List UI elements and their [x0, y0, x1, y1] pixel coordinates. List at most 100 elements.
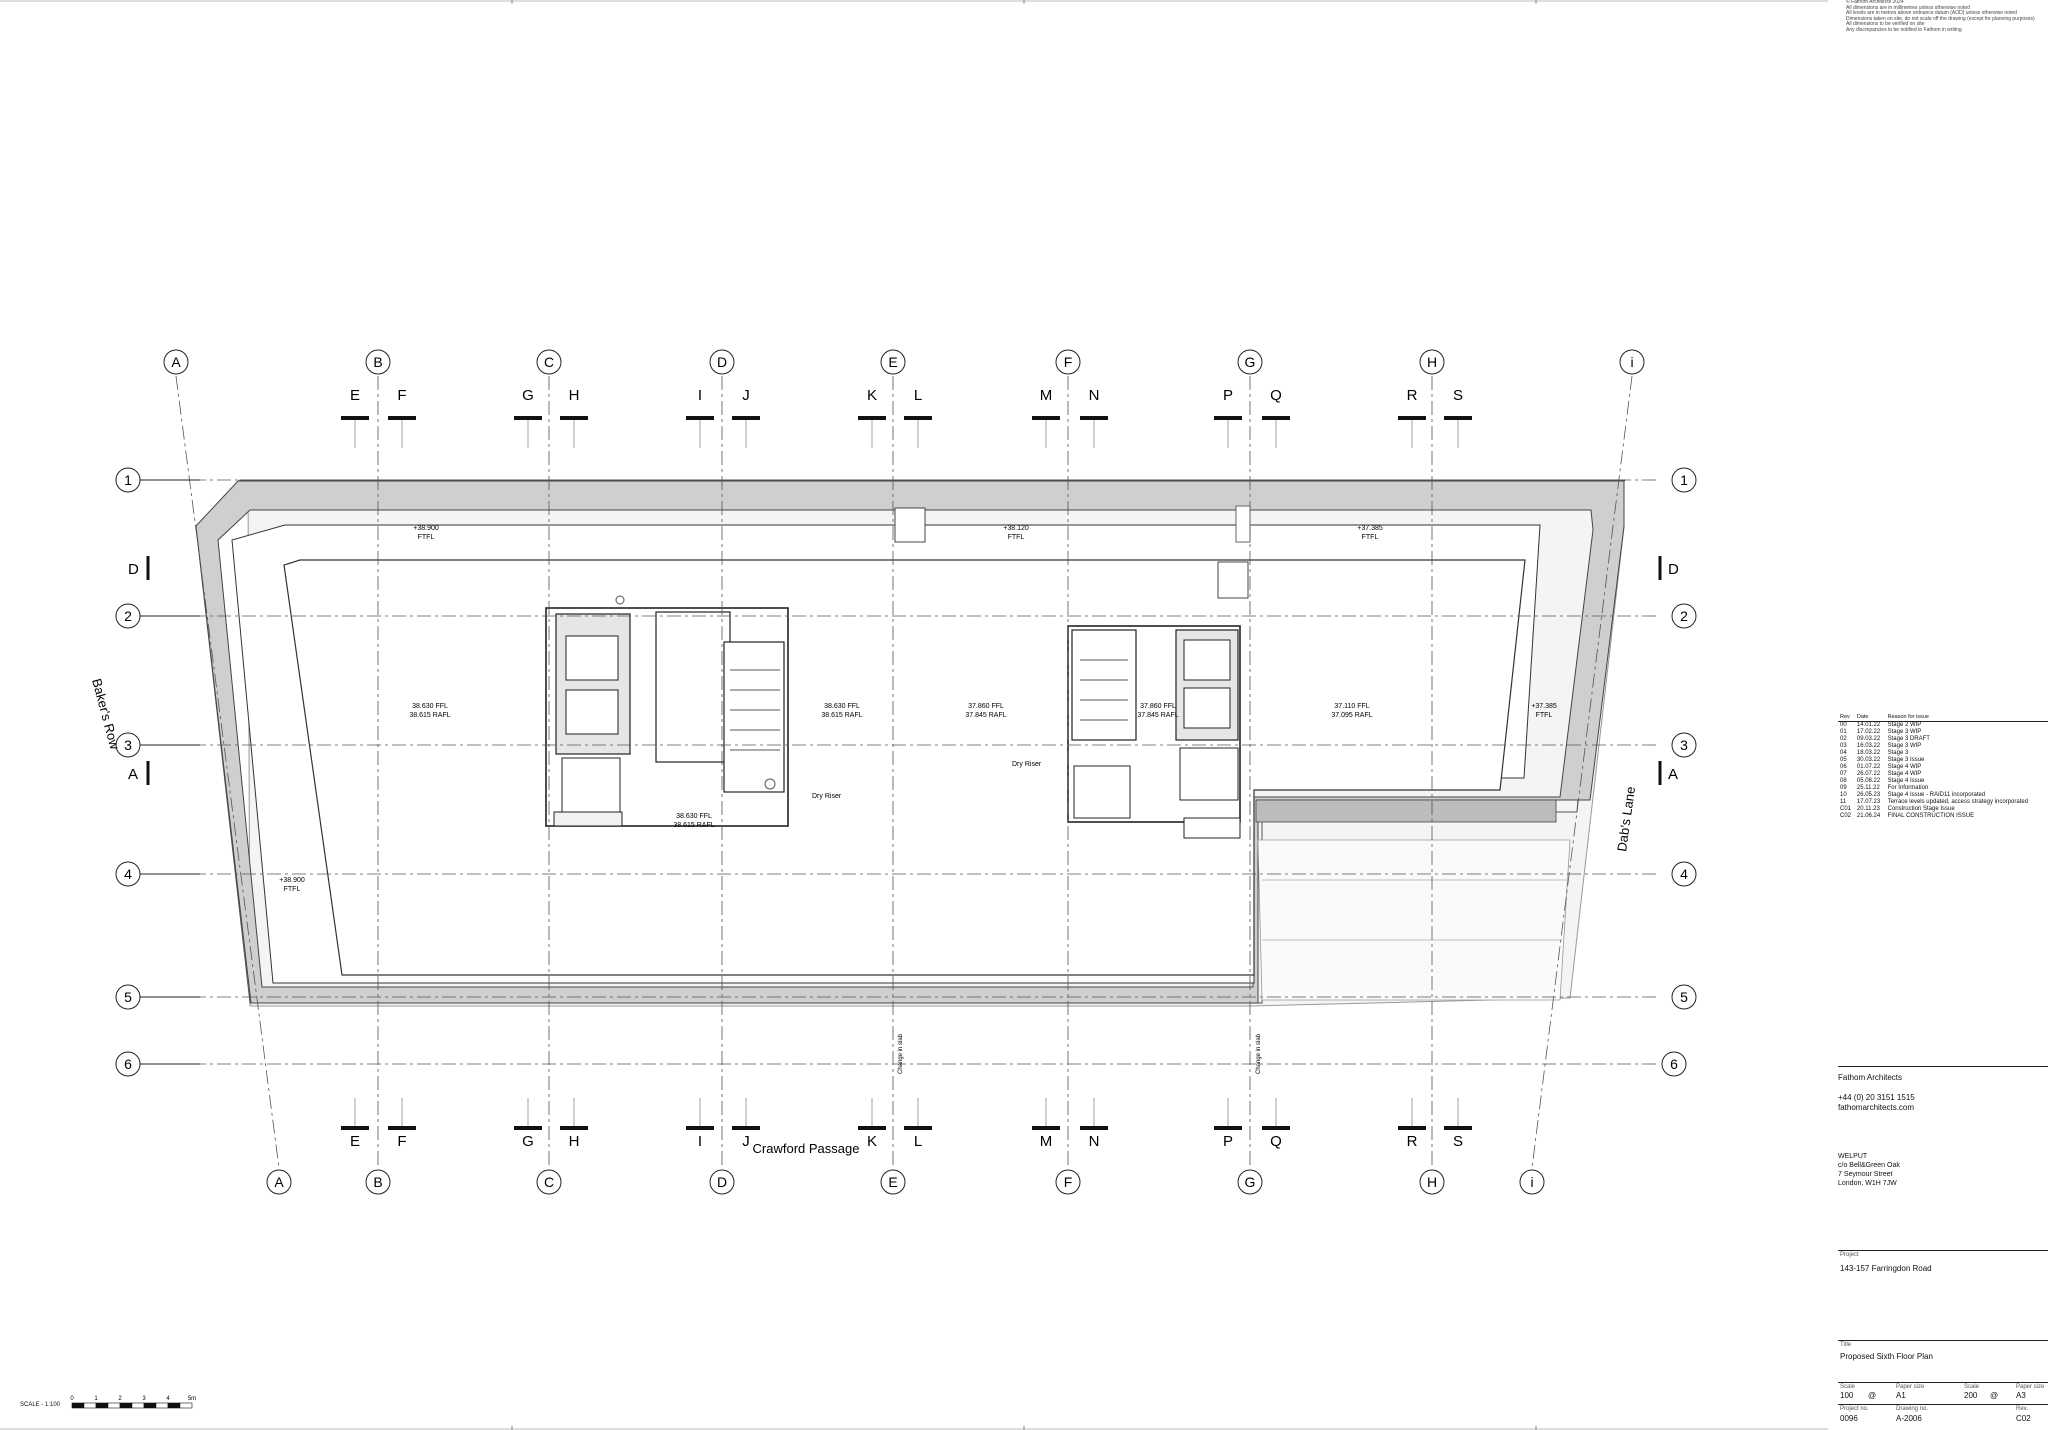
section-label: J [742, 1133, 750, 1150]
grid-bubble-label: 4 [1680, 866, 1688, 882]
divider [1838, 1404, 2048, 1405]
street-label: Dab's Lane [1614, 786, 1638, 853]
rev-value: C02 [2016, 1414, 2031, 1423]
level-annotation: 38.615 RAFL [673, 822, 714, 829]
grid-bubble [365, 349, 391, 375]
scale-bar-segment [95, 1402, 109, 1409]
scale-bar-segment [83, 1402, 97, 1409]
paper-label: Paper size [1896, 1384, 1925, 1390]
revision-cell: 14.01.22 [1856, 722, 1881, 728]
grid-bubble-label: F [1064, 354, 1073, 370]
grid-lines [140, 375, 1656, 1169]
grid-bubble [365, 1169, 391, 1195]
section-label: G [522, 387, 534, 404]
scale-label: Scale [1840, 1384, 1856, 1390]
scale-bar-segment [119, 1402, 133, 1409]
section-label: M [1040, 1133, 1053, 1150]
drawing-title: Proposed Sixth Floor Plan [1840, 1352, 1933, 1361]
grid-bubble [1237, 349, 1263, 375]
grid-bubble-label: H [1427, 1174, 1437, 1190]
section-label: I [698, 387, 702, 404]
scale-bar-tick: 1 [94, 1396, 98, 1402]
grid-bubble [1671, 467, 1697, 493]
revision-cell: Stage 3 [1887, 750, 1909, 756]
scale-bar-tick: 3 [142, 1396, 146, 1402]
level-annotation: +38.120 [1003, 525, 1029, 532]
column-gridline [175, 375, 280, 1169]
drawing-no-label: Drawing no. [1896, 1406, 1929, 1412]
grid-bubble [1237, 1169, 1263, 1195]
revision-cell: 09 [1840, 785, 1847, 791]
note: © Fathom Architects 2024 [1846, 0, 1904, 5]
grid-bubble [880, 1169, 906, 1195]
grid-bubble [536, 1169, 562, 1195]
reason-header: Reason for issue [1885, 714, 2048, 722]
revision-cell: Stage 3 WIP [1887, 743, 1922, 749]
grid-bubble-label: 1 [124, 472, 132, 488]
grid-bubble-label: E [888, 354, 897, 370]
revision-cell: 00 [1840, 722, 1847, 728]
level-annotation: 37.860 FFL [1140, 703, 1176, 710]
revision-cell: For Information [1887, 785, 1929, 791]
grid-bubble-label: C [544, 354, 554, 370]
practice-web: fathomarchitects.com [1838, 1103, 1915, 1112]
revision-cell: 07 [1840, 771, 1847, 777]
section-label: N [1089, 1133, 1100, 1150]
grid-bubble [163, 349, 189, 375]
dry-riser-label: Dry Riser [1012, 761, 1042, 768]
scale-a3: 200 [1964, 1391, 1978, 1400]
grid-bubble-label: E [888, 1174, 897, 1190]
scale-a1: 100 [1840, 1391, 1854, 1400]
scale-bar-tick: 5m [188, 1396, 196, 1402]
grid-bubble-label: 5 [124, 989, 132, 1005]
revision-cell: 26.07.22 [1856, 771, 1881, 777]
practice-block: Fathom Architects +44 (0) 20 3151 1515 f… [1838, 1073, 2048, 1113]
grid-bubble [536, 349, 562, 375]
note: All dimensions to be verified on site [1846, 21, 1925, 27]
grid-bubble-label: 3 [124, 737, 132, 753]
revision-cell: 30.03.22 [1856, 757, 1881, 763]
drawing-no: A-2006 [1896, 1414, 1922, 1423]
east-core [1067, 625, 1241, 839]
level-annotation: FTFL [1536, 712, 1553, 719]
title-label: Title [1840, 1342, 1852, 1348]
section-cut-label: A [128, 766, 138, 783]
client-line: London, W1H 7JW [1838, 1180, 1897, 1187]
section-label: Q [1270, 387, 1282, 404]
revision-cell: Stage 4 Issue - RAID11 incorporated [1887, 792, 1986, 798]
section-label: K [867, 1133, 877, 1150]
scale-bar-segment [143, 1402, 157, 1409]
scale-bar-segment [131, 1402, 145, 1409]
revision-cell: 01.07.22 [1856, 764, 1881, 770]
revision-cell: Terrace levels updated, access strategy … [1887, 799, 2029, 805]
note: All levels are in metres above ordnance … [1846, 10, 2017, 16]
level-annotation: +37.385 [1531, 703, 1557, 710]
scale-bar-tick: 0 [70, 1396, 74, 1402]
revision-cell: Stage 2 WIP [1887, 722, 1922, 728]
change-in-slab-label: Change in slab [898, 1033, 904, 1074]
grid-bubble [1419, 1169, 1445, 1195]
section-label: J [742, 387, 750, 404]
sheet-frame [0, 0, 1828, 1430]
scale-bar-segment [179, 1402, 193, 1409]
at-symbol: @ [1990, 1391, 1999, 1400]
scale-bar-tick: 4 [166, 1396, 170, 1402]
change-in-slab-label: Change in slab [1256, 1033, 1262, 1074]
grid-bubble [115, 984, 141, 1010]
grid-bubble [1671, 732, 1697, 758]
rev-label: Rev. [2016, 1406, 2028, 1412]
revision-cell: 26.05.23 [1856, 792, 1881, 798]
level-annotation: 38.630 FFL [412, 703, 448, 710]
revision-cell: 05.08.22 [1856, 778, 1881, 784]
section-label: Q [1270, 1133, 1282, 1150]
grid-bubble-label: B [373, 1174, 382, 1190]
grid-bubble-label: 2 [1680, 608, 1688, 624]
